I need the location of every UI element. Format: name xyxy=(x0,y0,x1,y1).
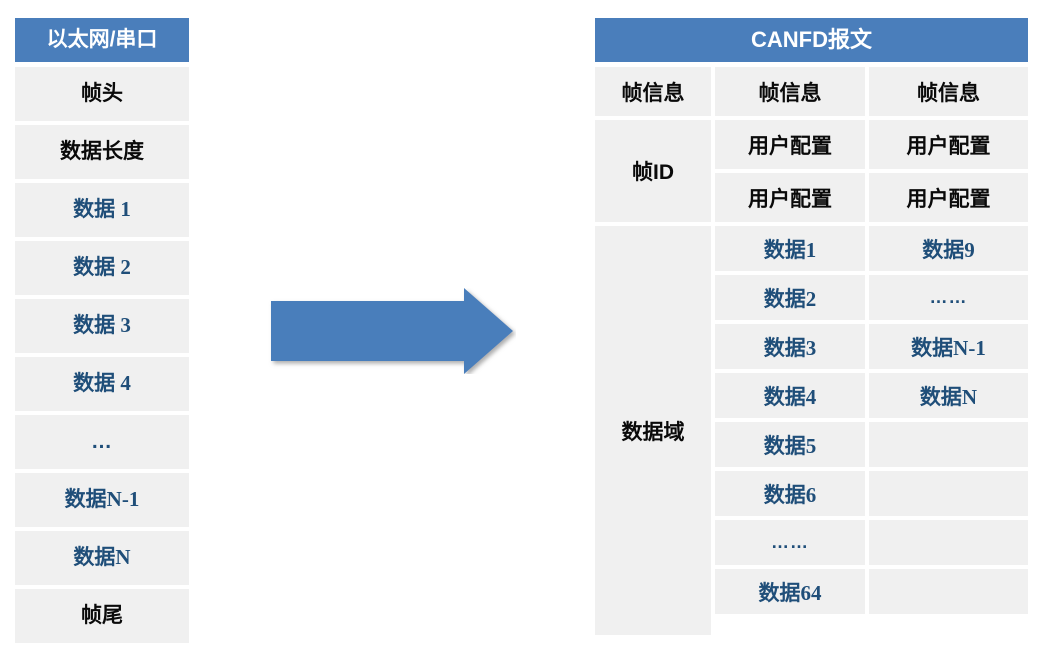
canfd-c1-data-5: 数据5 xyxy=(715,422,865,467)
left-row-ellipsis: … xyxy=(15,415,189,469)
right-table-header: CANFD报文 xyxy=(595,18,1028,62)
canfd-c1-user-config-1: 用户配置 xyxy=(715,120,865,169)
canfd-c2-empty-3 xyxy=(869,520,1028,565)
left-row-data-1: 数据 1 xyxy=(15,183,189,237)
canfd-section-frame-id: 帧ID xyxy=(595,120,711,222)
left-row-data-n: 数据N xyxy=(15,531,189,585)
canfd-frame-table: CANFD报文 帧信息 帧ID 数据域 帧信息 用户配置 用户配置 数据1 数据… xyxy=(595,18,1028,635)
canfd-c2-empty-4 xyxy=(869,569,1028,614)
left-row-frame-head: 帧头 xyxy=(15,67,189,121)
canfd-c2-frame-info: 帧信息 xyxy=(869,67,1028,116)
canfd-c2-empty-1 xyxy=(869,422,1028,467)
canfd-c1-user-config-2: 用户配置 xyxy=(715,173,865,222)
left-row-data-2: 数据 2 xyxy=(15,241,189,295)
canfd-table-body: 帧信息 帧ID 数据域 帧信息 用户配置 用户配置 数据1 数据2 数据3 数据… xyxy=(595,67,1028,635)
canfd-c1-ellipsis: …… xyxy=(715,520,865,565)
canfd-c1-frame-info: 帧信息 xyxy=(715,67,865,116)
left-row-data-length: 数据长度 xyxy=(15,125,189,179)
canfd-c1-data-6: 数据6 xyxy=(715,471,865,516)
canfd-c2-user-config-2: 用户配置 xyxy=(869,173,1028,222)
canfd-col-2: 帧信息 用户配置 用户配置 数据9 …… 数据N-1 数据N xyxy=(869,67,1028,618)
canfd-section-data-field: 数据域 xyxy=(595,226,711,635)
right-arrow xyxy=(268,288,516,374)
canfd-c2-data-n: 数据N xyxy=(869,373,1028,418)
left-row-data-n-minus-1: 数据N-1 xyxy=(15,473,189,527)
left-table-header: 以太网/串口 xyxy=(15,18,189,62)
left-row-data-4: 数据 4 xyxy=(15,357,189,411)
canfd-c1-data-1: 数据1 xyxy=(715,226,865,271)
left-row-data-3: 数据 3 xyxy=(15,299,189,353)
canfd-c2-user-config-1: 用户配置 xyxy=(869,120,1028,169)
left-row-frame-tail: 帧尾 xyxy=(15,589,189,643)
canfd-c1-data-4: 数据4 xyxy=(715,373,865,418)
canfd-section-frame-info: 帧信息 xyxy=(595,67,711,116)
arrow-shape xyxy=(271,288,513,374)
canfd-col-1: 帧信息 用户配置 用户配置 数据1 数据2 数据3 数据4 数据5 数据6 ……… xyxy=(715,67,865,618)
ethernet-serial-frame-table: 以太网/串口 帧头 数据长度 数据 1 数据 2 数据 3 数据 4 … 数据N… xyxy=(15,18,189,647)
canfd-c2-data-9: 数据9 xyxy=(869,226,1028,271)
canfd-c2-data-n-minus-1: 数据N-1 xyxy=(869,324,1028,369)
canfd-c2-empty-2 xyxy=(869,471,1028,516)
canfd-c1-data-64: 数据64 xyxy=(715,569,865,614)
canfd-c2-ellipsis: …… xyxy=(869,275,1028,320)
canfd-c1-data-2: 数据2 xyxy=(715,275,865,320)
canfd-c1-data-3: 数据3 xyxy=(715,324,865,369)
canfd-col-section-labels: 帧信息 帧ID 数据域 xyxy=(595,67,711,639)
